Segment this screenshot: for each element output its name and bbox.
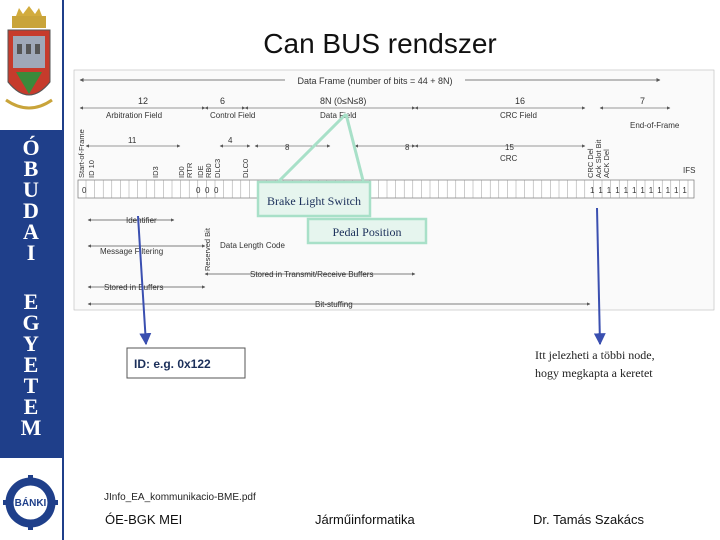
field-name: CRC Field: [500, 111, 537, 120]
sidebar-letter: A: [23, 219, 39, 244]
bit-value: 1: [674, 186, 679, 195]
field-count: 7: [640, 96, 645, 106]
bit-value: 1: [640, 186, 645, 195]
sidebar-divider: [62, 0, 64, 540]
field-count: 8N (0≤N≤8): [320, 96, 366, 106]
field-count: 16: [515, 96, 525, 106]
stored-in-buffers-label: Stored in Buffers: [104, 283, 163, 292]
bit-label: ACK Del: [602, 149, 611, 178]
footer-left: ÓE-BGK MEI: [105, 512, 183, 527]
bit-label: DLC3: [213, 159, 222, 178]
bit-label: ID0: [177, 166, 186, 178]
sidebar-letter: B: [23, 156, 39, 181]
sub-count: 8: [405, 143, 410, 152]
bit-value: 0: [205, 186, 210, 195]
bit-stuffing-label: Bit-stuffing: [315, 300, 353, 309]
stored-trx-label: Stored in Transmit/Receive Buffers: [250, 270, 373, 279]
brake-light-box: [256, 180, 372, 218]
field-name: End-of-Frame: [630, 121, 680, 130]
field-name: Arbitration Field: [106, 111, 162, 120]
sidebar: Ó B U D A I E G Y E T E M BÁNKI: [0, 0, 62, 540]
banki-logo-icon: BÁNKI: [3, 475, 58, 530]
sub-count: 4: [228, 136, 233, 145]
field-count: 12: [138, 96, 148, 106]
bit-value: 1: [657, 186, 662, 195]
slide-title: Can BUS rendszer: [263, 28, 497, 59]
footer-right: Dr. Tamás Szakács: [533, 512, 645, 527]
bit-label: ID3: [151, 166, 160, 178]
bit-value: 1: [607, 186, 612, 195]
bit-label: RB0: [204, 163, 213, 178]
sub-count: 11: [128, 136, 137, 145]
university-crest-icon: [5, 6, 53, 110]
sidebar-letter: T: [23, 373, 39, 398]
can-frame-diagram: Data Frame (number of bits = 44 + 8N) 12…: [73, 69, 715, 380]
university-name-band: Ó B U D A I E G Y E T E M: [0, 130, 62, 458]
sidebar-letter: M: [20, 415, 42, 440]
bit-value: 1: [624, 186, 629, 195]
bit-label: Ack Slot Bit: [594, 139, 603, 178]
sidebar-letter: Ó: [22, 135, 40, 160]
bit-value: 0: [214, 186, 219, 195]
frame-label: Data Frame (number of bits = 44 + 8N): [297, 76, 452, 86]
bit-value: 0: [82, 186, 87, 195]
sidebar-letter: E: [23, 289, 39, 314]
data-length-code-label: Data Length Code: [220, 241, 285, 250]
sub-count: 8: [285, 143, 290, 152]
bit-label: RTR: [185, 162, 194, 178]
field-name: Control Field: [210, 111, 255, 120]
field-name: Data Field: [320, 111, 356, 120]
sidebar-letter: I: [26, 240, 36, 265]
bit-value: 1: [598, 186, 603, 195]
bit-value: 1: [666, 186, 671, 195]
bit-label: IDE: [196, 165, 205, 178]
sidebar-letter: Y: [23, 331, 39, 356]
bit-value: 1: [682, 186, 687, 195]
message-filtering-label: Message Filtering: [100, 247, 163, 256]
sidebar-letter: D: [23, 198, 39, 223]
field-count: 6: [220, 96, 225, 106]
sidebar-letter: E: [23, 352, 39, 377]
sub-count: 15: [505, 143, 514, 152]
identifier-label: Identifier: [126, 216, 157, 225]
bit-row: [77, 179, 695, 199]
id-example-label: ID: e.g. 0x122: [134, 357, 211, 371]
source-reference: JInfo_EA_kommunikacio-BME.pdf: [104, 492, 256, 503]
footer-center: Járműinformatika: [315, 512, 415, 527]
bit-value: 1: [590, 186, 595, 195]
bit-value: 1: [615, 186, 620, 195]
ifs-label: IFS: [683, 166, 695, 175]
sof-label: Start-of-Frame: [77, 129, 86, 178]
sidebar-letter: U: [23, 177, 39, 202]
bit-value: 0: [196, 186, 201, 195]
bit-label: ID 10: [87, 160, 96, 178]
bit-value: 1: [632, 186, 637, 195]
pedal-position-box: [306, 217, 428, 245]
banki-logo-text: BÁNKI: [15, 496, 47, 509]
pedal-position-label: Pedal Position: [332, 225, 401, 239]
bit-label: DLC0: [241, 159, 250, 178]
brake-light-label: Brake Light Switch: [267, 194, 361, 208]
ack-note: Itt jelezheti a többi node, hogy megkapt…: [535, 348, 658, 380]
bit-value: 1: [649, 186, 654, 195]
reserved-bit-label: Reserved Bit: [203, 227, 212, 271]
id-example-box: [126, 347, 246, 379]
sidebar-letter: E: [23, 394, 39, 419]
crc-label: CRC: [500, 154, 518, 163]
sidebar-letter: G: [22, 310, 40, 335]
bit-label: CRC Del: [586, 148, 595, 178]
